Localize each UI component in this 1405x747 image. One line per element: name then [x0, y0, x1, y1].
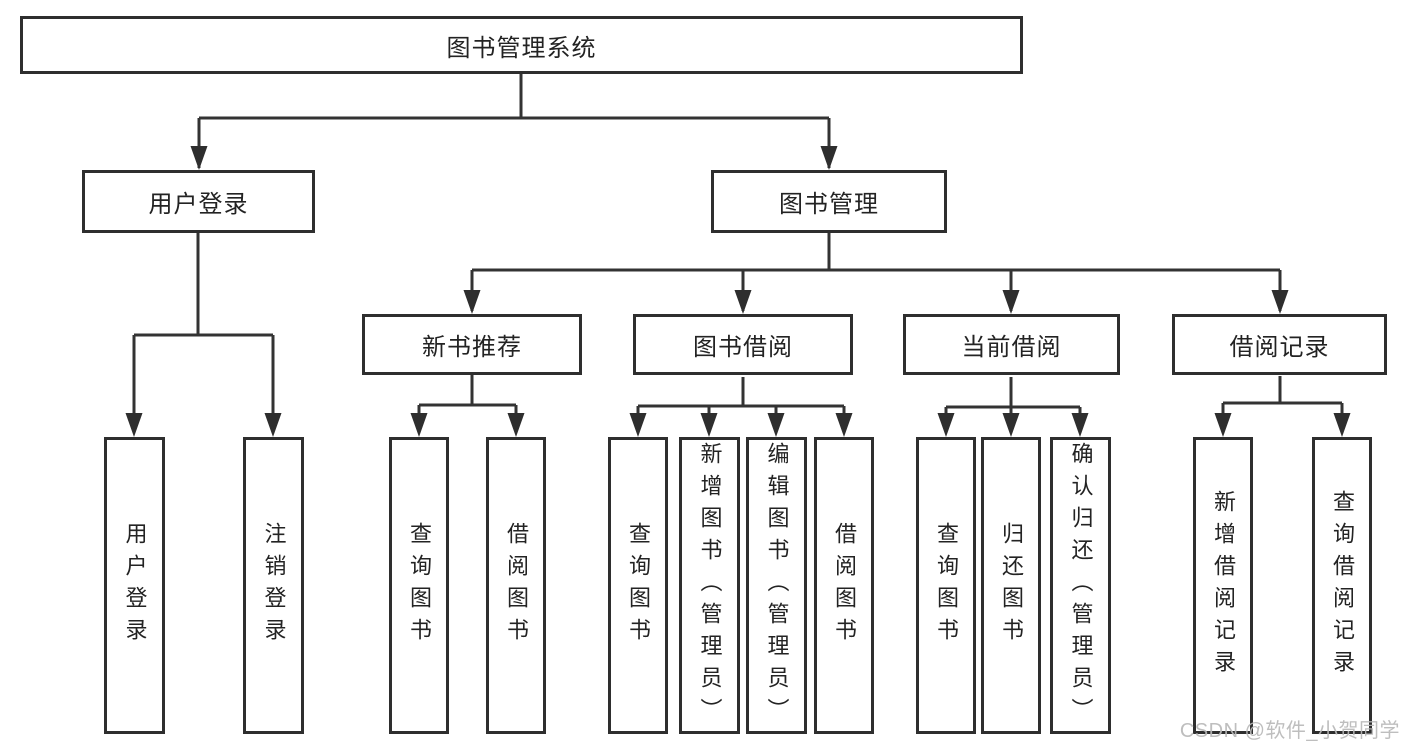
node-borrowing-records: 借阅记录 — [1172, 314, 1387, 375]
leaf-bb-edit-books-admin-label: 编辑图书（管理员） — [764, 441, 790, 730]
leaf-user-login-label: 用户登录 — [122, 521, 148, 650]
leaf-logout: 注销登录 — [243, 437, 304, 734]
leaf-bb-add-books-admin-label: 新增图书（管理员） — [697, 441, 723, 730]
leaf-nb-borrow-books: 借阅图书 — [486, 437, 546, 734]
leaf-bb-borrow-books-label: 借阅图书 — [832, 521, 857, 650]
leaf-nb-borrow-books-label: 借阅图书 — [504, 521, 529, 650]
leaf-br-add-record-label: 新增借阅记录 — [1211, 489, 1236, 682]
leaf-bb-add-books-admin: 新增图书（管理员） — [679, 437, 740, 734]
leaf-bb-edit-books-admin: 编辑图书（管理员） — [746, 437, 807, 734]
leaf-br-query-record-label: 查询借阅记录 — [1330, 489, 1355, 682]
leaf-cb-confirm-return-admin: 确认归还（管理员） — [1050, 437, 1111, 734]
node-current-borrowing: 当前借阅 — [903, 314, 1120, 375]
leaf-br-query-record: 查询借阅记录 — [1312, 437, 1372, 734]
leaf-user-login: 用户登录 — [104, 437, 165, 734]
node-book-borrowing: 图书借阅 — [633, 314, 853, 375]
node-root-library-system: 图书管理系统 — [20, 16, 1023, 74]
leaf-cb-query-books: 查询图书 — [916, 437, 976, 734]
node-user-login: 用户登录 — [82, 170, 315, 233]
tree-edges — [132, 74, 1344, 433]
csdn-watermark: CSDN @软件_小贺同学 — [1179, 720, 1400, 742]
leaf-logout-label: 注销登录 — [261, 521, 287, 650]
leaf-cb-confirm-return-admin-label: 确认归还（管理员） — [1068, 441, 1094, 730]
leaf-bb-query-books-label: 查询图书 — [626, 521, 651, 650]
leaf-cb-return-books: 归还图书 — [981, 437, 1041, 734]
arrowheads — [125, 146, 1351, 437]
leaf-cb-query-books-label: 查询图书 — [934, 521, 959, 650]
leaf-bb-query-books: 查询图书 — [608, 437, 668, 734]
leaf-nb-query-books: 查询图书 — [389, 437, 449, 734]
node-new-book-recommend: 新书推荐 — [362, 314, 582, 375]
leaf-nb-query-books-label: 查询图书 — [407, 521, 432, 650]
leaf-cb-return-books-label: 归还图书 — [999, 521, 1024, 650]
node-book-management: 图书管理 — [711, 170, 947, 233]
leaf-br-add-record: 新增借阅记录 — [1193, 437, 1253, 734]
leaf-bb-borrow-books: 借阅图书 — [814, 437, 874, 734]
